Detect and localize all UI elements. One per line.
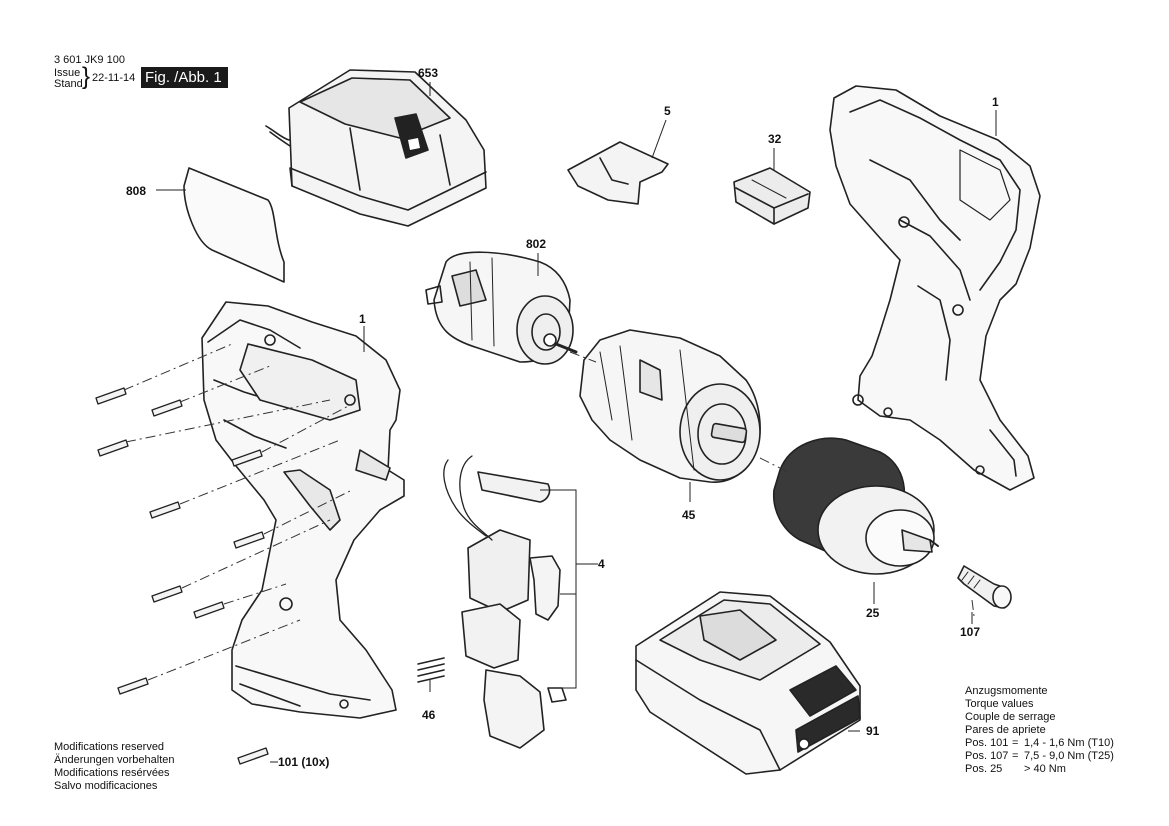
modifications-notice: Modifications reserved Änderungen vorbeh… xyxy=(54,741,174,793)
torque-pos: Pos. 25 xyxy=(965,763,1003,775)
callout-808: 808 xyxy=(126,184,147,198)
torque-row: Pos. 25 > 40 Nm xyxy=(965,763,1114,776)
torque-pos: Pos. 101 xyxy=(965,737,1009,749)
torque-value: 1,4 - 1,6 Nm xyxy=(1024,737,1085,749)
spring-part xyxy=(417,657,445,683)
chuck-part xyxy=(773,437,939,575)
stand-label: Stand xyxy=(54,78,83,90)
switch-part xyxy=(443,455,567,749)
torque-title: Pares de apriete xyxy=(965,724,1046,736)
torque-tool: (T10) xyxy=(1087,737,1114,749)
modifications-line: Salvo modificaciones xyxy=(54,780,158,792)
housing-left-part xyxy=(201,301,405,719)
callout-45: 45 xyxy=(682,508,696,522)
modifications-line: Änderungen vorbehalten xyxy=(54,754,175,766)
torque-value: > 40 Nm xyxy=(1024,763,1066,775)
document-number: 3 601 JK9 100 xyxy=(54,54,125,66)
clip-part xyxy=(567,141,669,205)
torque-tool: (T25) xyxy=(1087,750,1114,762)
torque-row: Pos. 101= 1,4 - 1,6 Nm (T10) xyxy=(965,737,1114,750)
torque-title: Torque values xyxy=(965,698,1034,710)
callout-1-left-housing: 1 xyxy=(359,312,366,326)
chuck-screw-part xyxy=(957,565,1012,609)
callout-4: 4 xyxy=(598,557,605,571)
charger-part xyxy=(265,69,487,227)
torque-pos: Pos. 107 xyxy=(965,750,1009,762)
callout-46: 46 xyxy=(422,708,436,722)
callout-107: 107 xyxy=(960,625,981,639)
torque-title: Couple de serrage xyxy=(965,711,1056,723)
motor-part xyxy=(425,251,578,365)
callout-653: 653 xyxy=(418,66,439,80)
pad-part xyxy=(733,167,811,225)
modifications-line: Modifications reserved xyxy=(54,741,165,753)
screws-101 xyxy=(95,387,269,765)
callout-91: 91 xyxy=(866,724,880,738)
gearbox-part xyxy=(579,329,761,483)
callout-5: 5 xyxy=(664,104,671,118)
battery-part xyxy=(635,591,861,775)
torque-values-block: Anzugsmomente Torque values Couple de se… xyxy=(965,685,1114,776)
issue-label: Issue xyxy=(54,67,81,79)
label-film-part xyxy=(183,167,285,283)
brace-glyph: } xyxy=(82,63,91,90)
torque-title: Anzugsmomente xyxy=(965,685,1048,697)
callout-32: 32 xyxy=(768,132,782,146)
torque-sep: = xyxy=(1012,737,1019,749)
issue-date: 22-11-14 xyxy=(92,72,136,84)
callout-1-right-housing: 1 xyxy=(992,95,999,109)
torque-row: Pos. 107= 7,5 - 9,0 Nm (T25) xyxy=(965,750,1114,763)
housing-right-part xyxy=(829,85,1041,491)
callout-25: 25 xyxy=(866,606,880,620)
torque-value: 7,5 - 9,0 Nm xyxy=(1024,750,1085,762)
figure-label: Fig. /Abb. 1 xyxy=(141,67,228,88)
callout-101: 101 (10x) xyxy=(278,755,330,769)
torque-sep: = xyxy=(1012,750,1019,762)
callout-802: 802 xyxy=(526,237,547,251)
modifications-line: Modifications resérvées xyxy=(54,767,170,779)
